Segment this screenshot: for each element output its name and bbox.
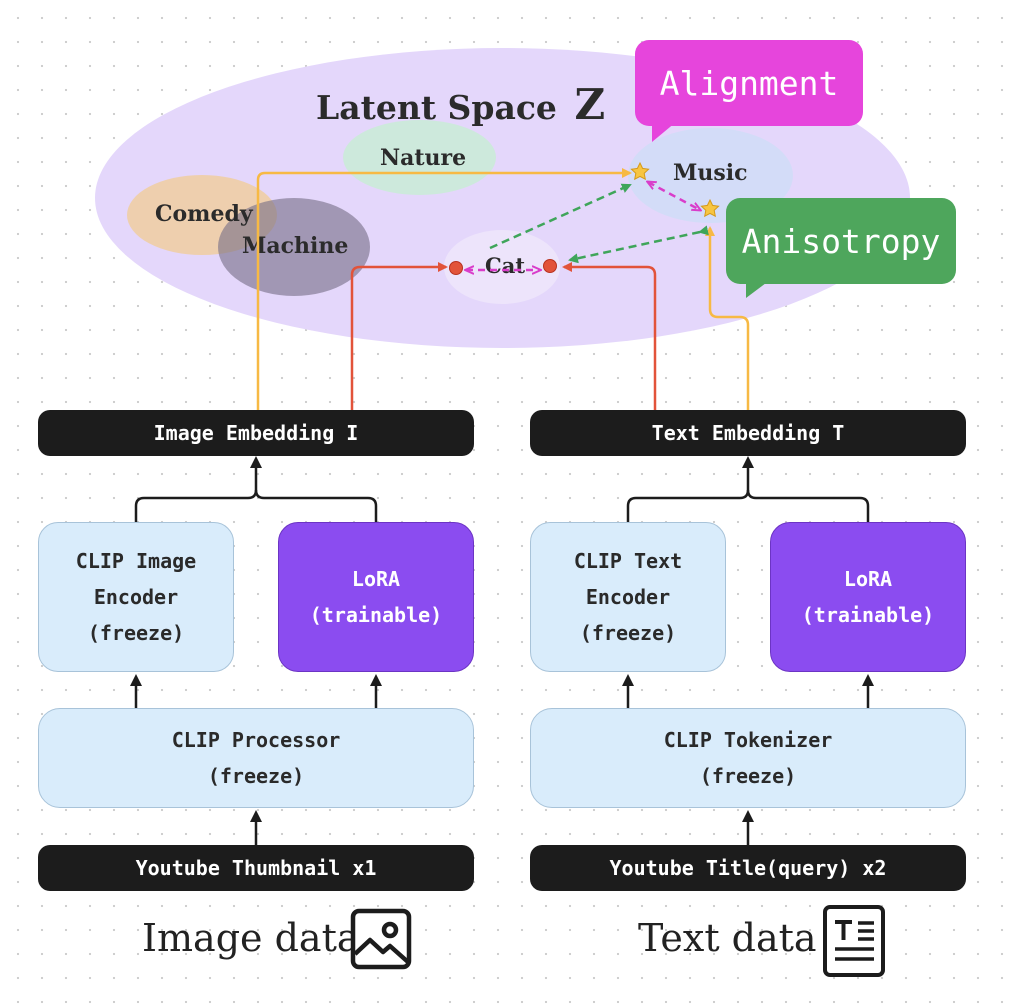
text-to-music-path (705, 226, 750, 410)
cat-text-point (543, 259, 557, 273)
text-document-icon (823, 905, 885, 977)
comedy-label: Comedy (155, 201, 253, 227)
latent-space-symbol: Z (574, 80, 606, 129)
text-data-caption: Text data (638, 916, 817, 960)
image-embedding-box: Image Embedding I (38, 410, 474, 456)
text-to-cat-path (562, 262, 657, 410)
latent-space-title: Latent Space Z (316, 80, 605, 129)
clip-processor-box: CLIP Processor (freeze) (38, 708, 474, 808)
clip-text-encoder-box: CLIP Text Encoder (freeze) (530, 522, 726, 672)
latent-space-title-text: Latent Space (316, 88, 557, 127)
cat-image-point (449, 261, 463, 275)
machine-cluster (218, 198, 370, 296)
machine-label: Machine (242, 233, 349, 259)
image-icon (350, 908, 412, 970)
alignment-callout-tail (652, 122, 676, 142)
nature-label: Nature (380, 145, 467, 171)
music-image-star (630, 161, 650, 181)
music-alignment-link (648, 182, 700, 210)
clip-tokenizer-box: CLIP Tokenizer (freeze) (530, 708, 966, 808)
anisotropy-callout-text: Anisotropy (741, 221, 941, 261)
youtube-thumbnail-box: Youtube Thumbnail x1 (38, 845, 474, 891)
text-embedding-box: Text Embedding T (530, 410, 966, 456)
text-lora-to-embedding-connector (746, 489, 870, 522)
image-to-cat-path (350, 262, 448, 410)
anisotropy-link-music-cat (568, 225, 709, 264)
text-lora-box: LoRA (trainable) (770, 522, 966, 672)
alignment-callout: Alignment (635, 40, 863, 126)
music-text-star (700, 198, 720, 218)
image-encoder-to-embedding-connector (134, 456, 262, 522)
anisotropy-callout: Anisotropy (726, 198, 956, 284)
text-encoder-to-embedding-connector (626, 456, 754, 522)
clip-image-encoder-box: CLIP Image Encoder (freeze) (38, 522, 234, 672)
anisotropy-callout-tail (746, 280, 770, 298)
image-data-caption: Image data (142, 916, 360, 960)
image-lora-to-embedding-connector (254, 489, 378, 522)
youtube-title-box: Youtube Title(query) x2 (530, 845, 966, 891)
image-lora-box: LoRA (trainable) (278, 522, 474, 672)
image-to-music-path (256, 168, 632, 410)
nature-cluster (343, 120, 496, 195)
alignment-callout-text: Alignment (659, 63, 839, 103)
anisotropy-link-cat-music (489, 183, 632, 250)
